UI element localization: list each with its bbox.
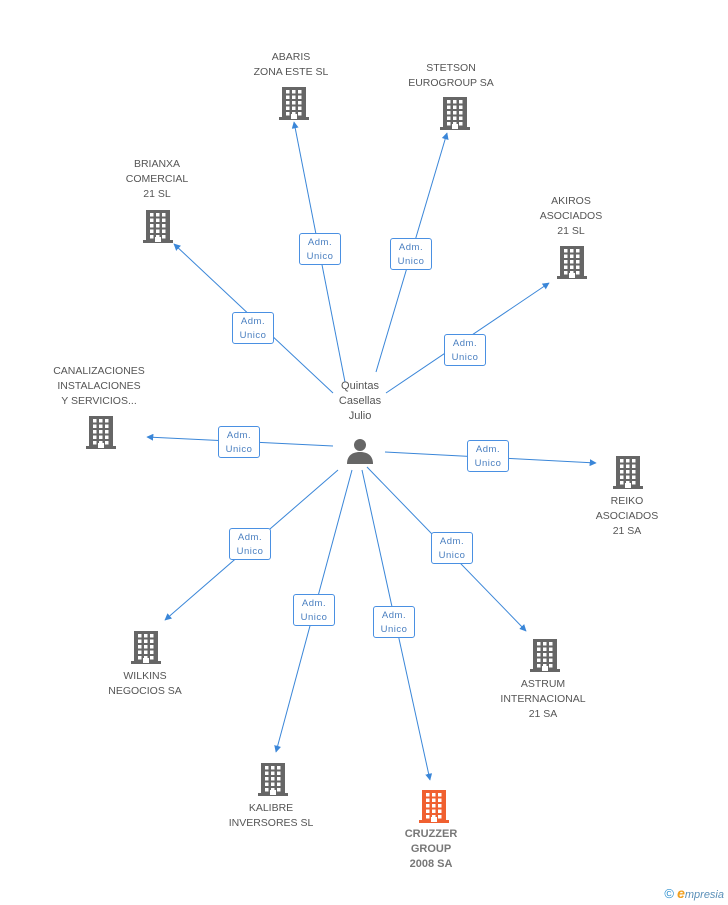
company-name-line: AKIROS [551,195,591,207]
company-name-line: EUROGROUP SA [408,77,494,89]
relation-text: Adm. [439,536,465,547]
company-name-line: COMERCIAL [125,173,189,185]
relation-text: Adm. [475,444,501,455]
company-name-line: ASTRUM [520,678,566,690]
relation-badge-canalizaciones[interactable]: Adm. Unico [218,426,260,458]
company-name-line: CANALIZACIONES [53,365,145,377]
relation-text: Unico [306,251,334,262]
relation-text: Adm. [452,338,478,349]
relation-text: Unico [236,546,264,557]
company-label-stetson[interactable]: STETSON EUROGROUP SA [408,61,494,91]
relation-badge-kalibre[interactable]: Adm. Unico [293,594,335,626]
relation-badge-akiros[interactable]: Adm. Unico [444,334,486,366]
company-label-akiros[interactable]: AKIROS ASOCIADOS 21 SL [540,194,602,239]
relation-text: Adm. [381,610,407,621]
company-name-line: ASOCIADOS [539,210,603,222]
company-name-line: STETSON [426,62,476,74]
company-name-line: INTERNACIONAL [500,693,586,705]
company-name-line: WILKINS [123,670,167,682]
company-name-line: BRIANXA [133,158,181,170]
relation-text: Unico [474,458,502,469]
relation-badge-reiko[interactable]: Adm. Unico [467,440,509,472]
building-icon[interactable] [85,414,117,455]
company-name-line: 2008 SA [409,858,453,870]
relation-text: Unico [225,444,253,455]
building-icon[interactable] [278,85,310,126]
center-person-name[interactable]: Quintas Casellas Julio [339,379,381,424]
building-icon[interactable] [257,761,289,802]
center-name-line: Quintas [341,380,379,392]
relation-badge-stetson[interactable]: Adm. Unico [390,238,432,270]
relation-badge-wilkins[interactable]: Adm. Unico [229,528,271,560]
company-name-line: REIKO [610,495,644,507]
company-name-line: 21 SL [143,188,171,200]
relation-badge-astrum[interactable]: Adm. Unico [431,532,473,564]
relation-badge-cruzzer[interactable]: Adm. Unico [373,606,415,638]
company-label-cruzzer[interactable]: CRUZZER GROUP 2008 SA [405,827,458,872]
company-name-line: INVERSORES SL [228,817,314,829]
company-label-brianxa[interactable]: BRIANXA COMERCIAL 21 SL [126,157,188,202]
company-label-wilkins[interactable]: WILKINS NEGOCIOS SA [108,669,182,699]
brand-footer[interactable]: © empresia [664,885,724,901]
center-name-line: Casellas [338,395,382,407]
relation-text: Unico [300,612,328,623]
relation-text: Unico [380,624,408,635]
relation-text: Adm. [226,430,252,441]
company-name-line: CRUZZER [404,828,458,840]
company-label-kalibre[interactable]: KALIBRE INVERSORES SL [229,801,314,831]
building-icon[interactable] [556,244,588,285]
person-icon[interactable] [345,436,375,471]
company-name-line: INSTALACIONES [57,380,141,392]
company-name-line: ABARIS [271,51,311,63]
building-icon[interactable] [612,454,644,495]
building-icon[interactable] [529,637,561,678]
relation-text: Adm. [398,242,424,253]
relation-text: Unico [239,330,267,341]
brand-name: mpresia [684,889,724,901]
building-icon[interactable] [439,95,471,136]
relation-text: Adm. [237,532,263,543]
company-name-line: 21 SL [557,225,585,237]
relation-text: Unico [451,352,479,363]
company-name-line: NEGOCIOS SA [108,685,182,697]
relation-badge-brianxa[interactable]: Adm. Unico [232,312,274,344]
copyright-symbol: © [664,886,675,901]
relation-text: Adm. [240,316,266,327]
company-name-line: Y SERVICIOS... [61,395,137,407]
building-icon[interactable] [418,788,450,829]
company-name-line: 21 SA [612,525,642,537]
company-label-reiko[interactable]: REIKO ASOCIADOS 21 SA [596,494,658,539]
company-label-canalizaciones[interactable]: CANALIZACIONES INSTALACIONES Y SERVICIOS..… [53,364,145,409]
relation-text: Unico [438,550,466,561]
relation-text: Unico [397,256,425,267]
building-icon[interactable] [130,629,162,670]
brand-logo-initial: e [677,885,685,901]
relation-text: Adm. [307,237,333,248]
company-label-astrum[interactable]: ASTRUM INTERNACIONAL 21 SA [500,677,585,722]
company-name-line: ZONA ESTE SL [253,66,329,78]
company-name-line: 21 SA [528,708,558,720]
relation-text: Adm. [301,598,327,609]
company-name-line: KALIBRE [248,802,294,814]
company-name-line: GROUP [410,843,452,855]
company-label-abaris[interactable]: ABARIS ZONA ESTE SL [254,50,329,80]
company-name-line: ASOCIADOS [595,510,659,522]
relation-badge-abaris[interactable]: Adm. Unico [299,233,341,265]
building-icon[interactable] [142,208,174,249]
center-name-line: Julio [348,410,372,422]
